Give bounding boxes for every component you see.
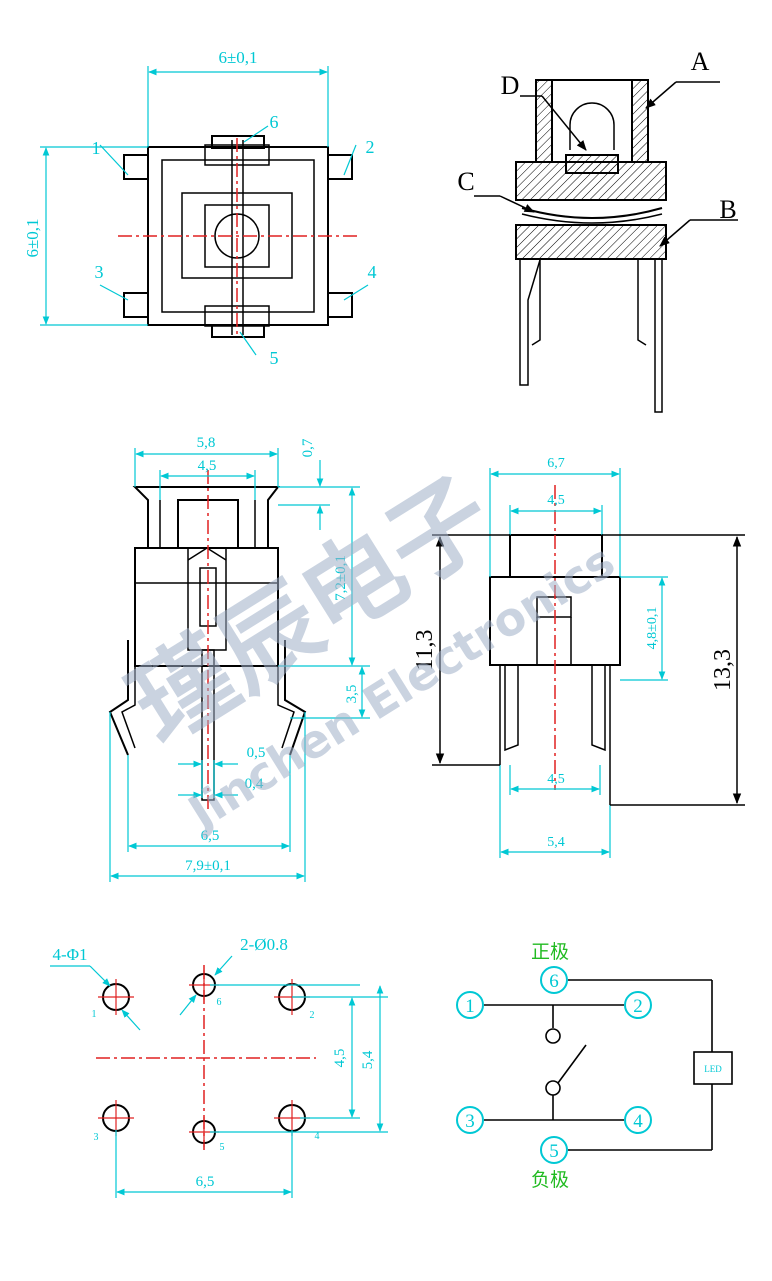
node-6: 6 [549, 971, 559, 992]
callout-a: A [691, 47, 710, 76]
front-view [108, 486, 307, 801]
footprint-dim-5-4: 5,4 [360, 1050, 376, 1069]
node-2: 2 [633, 996, 643, 1017]
front-dim-6-5: 6,5 [201, 828, 220, 844]
front-dim-0-5: 0,5 [247, 745, 266, 761]
node-3: 3 [465, 1111, 475, 1132]
footprint-hole-small: 2-Ø0.8 [240, 935, 288, 954]
positive-label: 正极 [531, 941, 569, 963]
footprint-view [50, 955, 388, 1198]
front-dim-7-9: 7,9±0,1 [185, 858, 231, 874]
node-4: 4 [633, 1111, 643, 1132]
top-pin-2: 2 [366, 137, 375, 157]
node-5: 5 [549, 1141, 559, 1162]
footprint-dim-4-5: 4,5 [332, 1049, 348, 1068]
top-height-dim: 6±0,1 [23, 218, 42, 257]
front-dim-7-2: 7,2±0,1 [333, 555, 349, 601]
side-dimensions [489, 468, 668, 858]
front-dimensions [109, 448, 370, 882]
front-dim-0-4: 0,4 [245, 776, 264, 792]
top-pin-1: 1 [92, 138, 101, 158]
negative-label: 负极 [531, 1169, 569, 1191]
top-pin-6: 6 [270, 112, 279, 132]
front-dim-0-7: 0,7 [300, 438, 316, 457]
footprint-pin-2: 2 [310, 1010, 315, 1021]
top-pin-4: 4 [368, 262, 377, 282]
side-dim-5-4: 5,4 [547, 835, 565, 850]
top-width-dim: 6±0,1 [218, 48, 257, 67]
schematic-nodes [456, 966, 652, 1164]
side-dim-4-8: 4,8±0,1 [645, 607, 660, 650]
section-leaders [474, 81, 738, 247]
footprint-pin-4: 4 [315, 1131, 320, 1142]
callout-d: D [501, 71, 520, 100]
side-dim-6-7: 6,7 [547, 456, 565, 471]
top-pin-3: 3 [95, 262, 104, 282]
callout-b: B [719, 195, 736, 224]
footprint-pin-3: 3 [94, 1132, 99, 1143]
side-black-dims [432, 534, 745, 806]
front-dim-4-5: 4,5 [198, 458, 217, 474]
node-1: 1 [465, 996, 475, 1017]
side-dim-4-5-top: 4,5 [547, 493, 565, 508]
footprint-hole-large: 4-Φ1 [52, 945, 87, 964]
schematic [484, 979, 733, 1151]
section-view [515, 79, 667, 413]
callout-c: C [457, 167, 474, 196]
top-centerlines [118, 138, 358, 336]
side-dim-4-5-bottom: 4,5 [547, 772, 565, 787]
side-view [489, 534, 621, 805]
side-dim-11-3: 11,3 [412, 629, 438, 670]
top-dimensions [40, 66, 369, 356]
front-dim-3-5: 3,5 [344, 685, 360, 704]
front-dim-5-8: 5,8 [197, 435, 216, 451]
footprint-pin-6: 6 [217, 997, 222, 1008]
footprint-pin-1: 1 [92, 1009, 97, 1020]
led-label: LED [704, 1064, 722, 1074]
top-pin-5: 5 [270, 348, 279, 368]
footprint-dim-6-5: 6,5 [196, 1174, 215, 1190]
side-dim-13-3: 13,3 [710, 649, 736, 691]
footprint-pin-5: 5 [220, 1142, 225, 1153]
